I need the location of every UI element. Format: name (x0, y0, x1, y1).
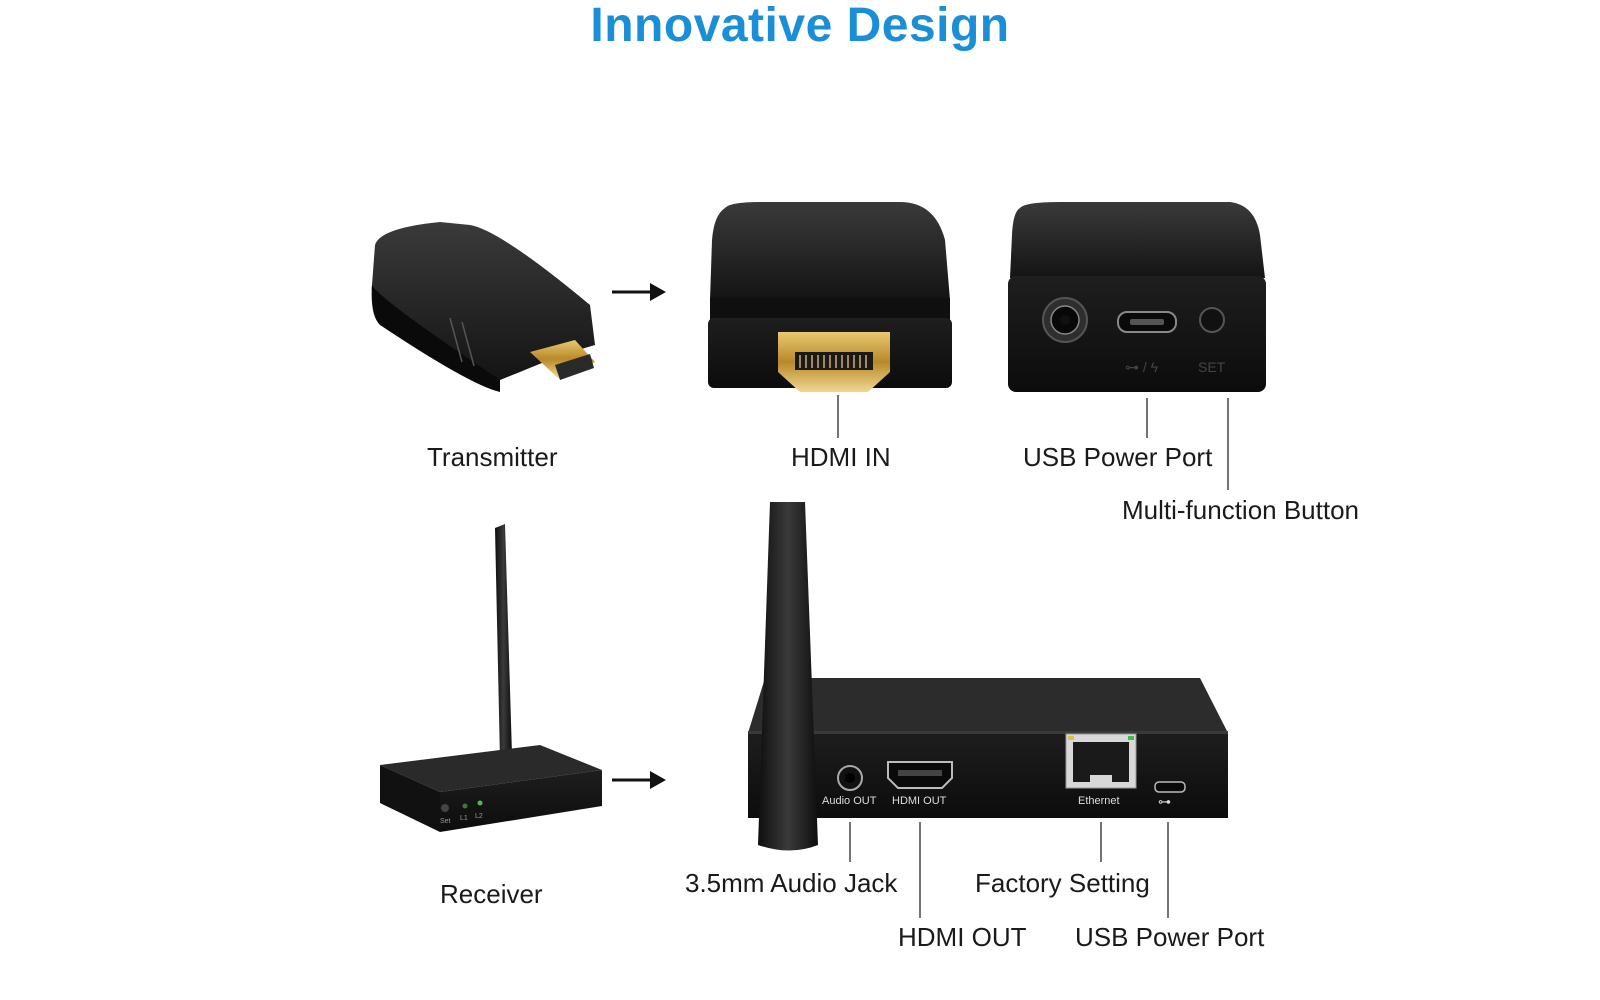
hdmi-in-label: HDMI IN (791, 442, 891, 472)
transmitter-hdmi-end-image (708, 202, 952, 392)
usb-power-port-label-receiver: USB Power Port (1075, 922, 1265, 952)
receiver-label: Receiver (440, 879, 543, 909)
usb-power-port-label: USB Power Port (1023, 442, 1213, 472)
arrow-right-icon (612, 771, 666, 789)
hdmi-out-marking: HDMI OUT (892, 795, 947, 807)
ethernet-marking: Ethernet (1078, 795, 1120, 807)
transmitter-power-end-image: ⊶ / ϟ SET (1008, 202, 1266, 392)
page-title: Innovative Design (590, 0, 1010, 52)
svg-text:Set: Set (440, 818, 451, 825)
audio-jack-label: 3.5mm Audio Jack (685, 868, 898, 898)
set-marking: SET (1198, 359, 1226, 375)
svg-text:L2: L2 (475, 813, 483, 820)
hdmi-out-label: HDMI OUT (898, 922, 1027, 952)
usb-power-marking-icon: ⊶ / ϟ (1125, 359, 1159, 375)
transmitter-label: Transmitter (427, 442, 558, 472)
svg-text:L1: L1 (460, 815, 468, 822)
multi-function-button-label: Multi-function Button (1122, 495, 1360, 525)
transmitter-dongle-image (371, 222, 595, 392)
audio-out-marking: Audio OUT (822, 795, 877, 807)
arrow-right-icon (612, 283, 666, 301)
receiver-box-image: Set L1 L2 (380, 524, 602, 832)
receiver-rear-panel-image: ⊶ Audio OUT HDMI OUT Ethernet (748, 502, 1228, 851)
factory-setting-label: Factory Setting (975, 868, 1150, 898)
usb-marking-icon: ⊶ (1158, 794, 1171, 809)
